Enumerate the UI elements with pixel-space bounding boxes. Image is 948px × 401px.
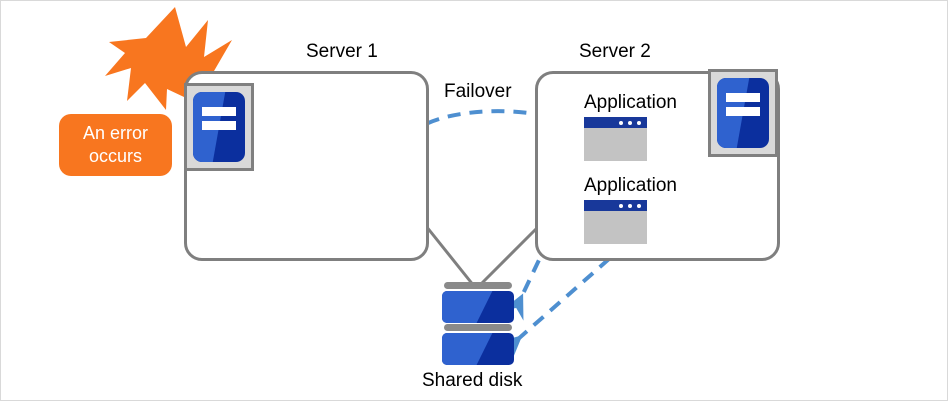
disk-cap [444, 282, 512, 289]
server-icon-bar-bottom [202, 121, 236, 131]
error-text-line-1: An error [82, 123, 149, 143]
server1-disk-connector [424, 225, 476, 287]
server-icon-body [193, 92, 245, 162]
disk-cap [444, 324, 512, 331]
application-label-1: Application [584, 92, 677, 113]
server-icon-bar-bottom [726, 107, 760, 117]
disk-body [442, 291, 514, 323]
server-machine-icon [708, 69, 778, 157]
application-window-icon [584, 117, 647, 161]
server-machine-icon [184, 83, 254, 171]
window-dot-3 [637, 203, 641, 208]
error-callout: An error occurs [59, 114, 172, 176]
window-dot-1 [619, 120, 623, 125]
application-label-2: Application [584, 175, 677, 196]
window-titlebar [584, 117, 647, 128]
server-icon-bar-top [202, 107, 236, 117]
window-titlebar [584, 200, 647, 211]
failover-arrow [407, 108, 566, 138]
window-dot-1 [619, 203, 623, 208]
error-text-line-2: occurs [88, 146, 142, 166]
server1-title: Server 1 [306, 41, 378, 62]
server-icon-bar-top [726, 93, 760, 103]
shared-disk-label: Shared disk [422, 370, 523, 391]
server2-disk-connector [477, 224, 541, 288]
window-dot-2 [628, 120, 632, 125]
application-window-icon [584, 200, 647, 244]
failover-label: Failover [444, 81, 512, 102]
window-dot-2 [628, 203, 632, 208]
disk-body [442, 333, 514, 365]
server-icon-body [717, 78, 769, 148]
server2-title: Server 2 [579, 41, 651, 62]
window-dot-3 [637, 120, 641, 125]
